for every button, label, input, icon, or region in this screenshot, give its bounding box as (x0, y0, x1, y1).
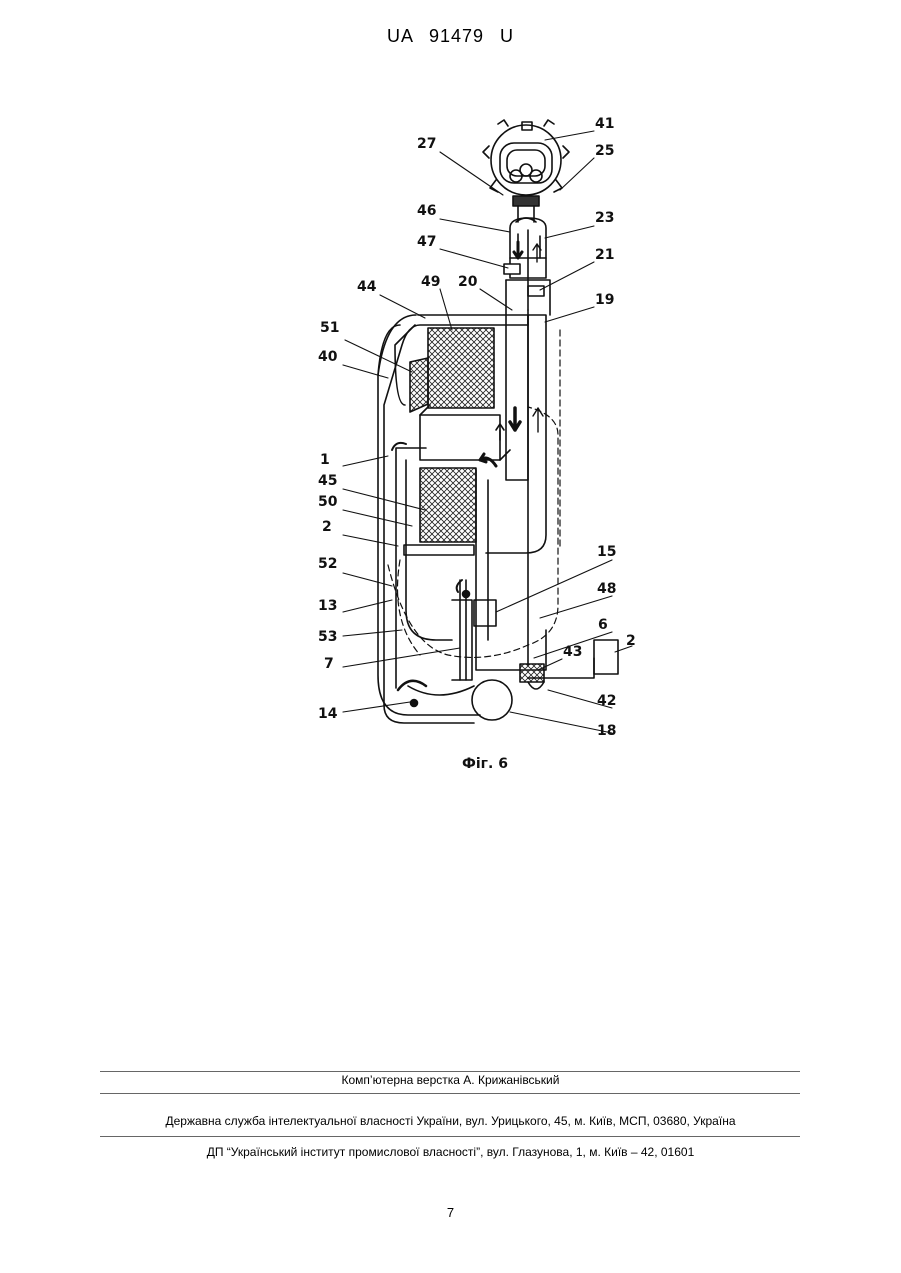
label-46: 46 (417, 203, 436, 219)
label-27: 27 (417, 136, 436, 152)
footer-rule-bottom (100, 1136, 800, 1137)
label-45: 45 (318, 473, 337, 489)
label-49: 49 (421, 274, 440, 290)
label-52: 52 (318, 556, 337, 572)
label-13: 13 (318, 598, 337, 614)
label-20: 20 (458, 274, 478, 290)
footer-rule-top (100, 1071, 800, 1072)
label-40: 40 (318, 349, 338, 365)
label-15: 15 (597, 544, 616, 560)
label-53: 53 (318, 629, 337, 645)
label-23: 23 (595, 210, 614, 226)
filter-lower (420, 468, 476, 542)
label-2-right: 2 (626, 633, 636, 649)
label-51: 51 (320, 320, 339, 336)
label-19: 19 (595, 292, 614, 308)
label-7: 7 (324, 656, 334, 672)
insulation-layer (410, 358, 428, 412)
mask-assembly (483, 120, 569, 222)
footer-institute: ДП “Український інститут промислової вла… (0, 1145, 901, 1159)
page-number: 7 (0, 1205, 901, 1220)
patent-figure: 41 27 25 46 23 47 21 44 49 20 19 51 40 1… (0, 100, 901, 780)
tube-assembly (476, 218, 550, 670)
label-21: 21 (595, 247, 614, 263)
leader-lines (343, 131, 632, 733)
part-labels: 41 27 25 46 23 47 21 44 49 20 19 51 40 1… (318, 116, 636, 739)
label-1: 1 (320, 452, 330, 468)
figure-caption: Фіг. 6 (462, 756, 508, 772)
label-47: 47 (417, 234, 436, 250)
label-44: 44 (357, 279, 377, 295)
document-id: UA 91479 U (0, 26, 901, 47)
label-43: 43 (563, 644, 582, 660)
filter-upper (428, 328, 494, 408)
label-42: 42 (597, 693, 616, 709)
label-50: 50 (318, 494, 338, 510)
footer-agency: Державна служба інтелектуальної власност… (0, 1114, 901, 1128)
label-41: 41 (595, 116, 614, 132)
label-48: 48 (597, 581, 616, 597)
figure-drawing: 41 27 25 46 23 47 21 44 49 20 19 51 40 1… (0, 100, 901, 780)
label-18: 18 (597, 723, 616, 739)
footer-typesetter: Комп’ютерна верстка А. Крижанівський (0, 1073, 901, 1087)
footer-rule-middle (100, 1093, 800, 1094)
label-25: 25 (595, 143, 614, 159)
label-14: 14 (318, 706, 338, 722)
label-2-left: 2 (322, 519, 332, 535)
label-6: 6 (598, 617, 608, 633)
